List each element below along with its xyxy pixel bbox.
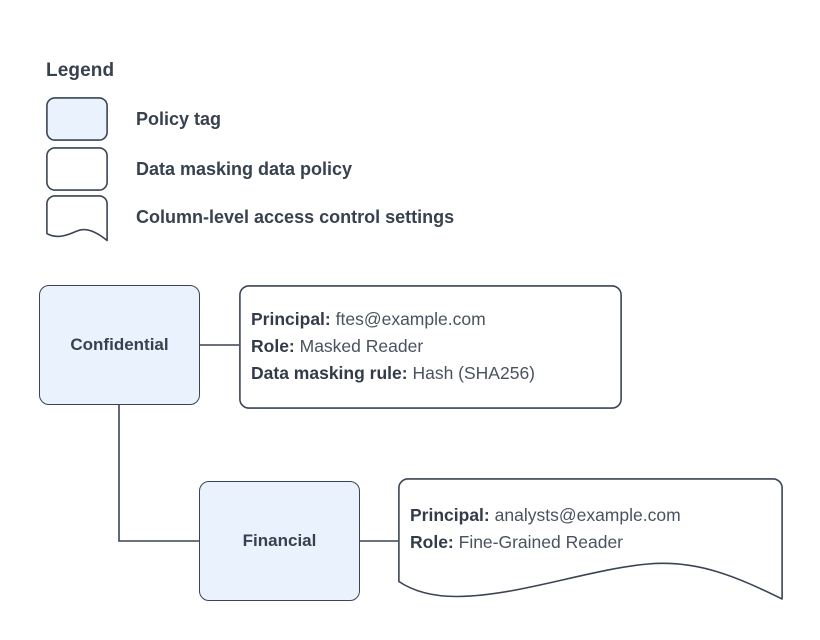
detail-line-label: Data masking rule: — [251, 363, 408, 383]
legend-item-data-masking-policy: Data masking data policy — [46, 147, 352, 191]
legend-item-policy-tag: Policy tag — [46, 97, 221, 141]
detail-line-value: analysts@example.com — [494, 505, 681, 525]
detail-box-financial-shape — [398, 478, 783, 600]
detail-line-label: Role: — [251, 336, 295, 356]
legend-label-data-masking-policy: Data masking data policy — [136, 158, 353, 179]
policy-tag-swatch-icon — [46, 97, 108, 141]
detail-line: Data masking rule: Hash (SHA256) — [251, 360, 535, 387]
node-financial[interactable]: Financial — [199, 481, 360, 601]
detail-line-value: Fine-Grained Reader — [458, 532, 624, 552]
detail-line: Principal: ftes@example.com — [251, 306, 535, 333]
detail-line-label: Role: — [410, 532, 454, 552]
detail-line-label: Principal: — [251, 309, 331, 329]
detail-line-value: Masked Reader — [299, 336, 424, 356]
node-confidential[interactable]: Confidential — [39, 285, 200, 405]
legend-item-column-access-settings: Column-level access control settings — [46, 195, 455, 242]
detail-line: Role: Masked Reader — [251, 333, 535, 360]
data-masking-policy-swatch-icon — [46, 147, 108, 191]
detail-box-confidential-text: Principal: ftes@example.com Role: Masked… — [251, 306, 535, 387]
legend-label-policy-tag: Policy tag — [136, 108, 222, 129]
column-access-settings-swatch-icon — [46, 195, 108, 242]
node-confidential-label: Confidential — [70, 335, 169, 354]
node-financial-label: Financial — [242, 531, 317, 550]
detail-box-confidential[interactable]: Principal: ftes@example.com Role: Masked… — [239, 285, 622, 409]
legend-label-column-access-settings: Column-level access control settings — [136, 206, 455, 227]
edge-confidential-to-financial — [118, 405, 199, 542]
detail-line-label: Principal: — [410, 505, 490, 525]
detail-box-confidential-shape — [239, 285, 622, 409]
detail-line: Principal: analysts@example.com — [410, 502, 681, 529]
legend-title: Legend — [46, 60, 115, 81]
detail-box-financial-text: Principal: analysts@example.com Role: Fi… — [410, 502, 681, 556]
detail-line-value: Hash (SHA256) — [412, 363, 536, 383]
detail-box-financial[interactable]: Principal: analysts@example.com Role: Fi… — [398, 478, 783, 603]
detail-line-value: ftes@example.com — [335, 309, 486, 329]
detail-line: Role: Fine-Grained Reader — [410, 529, 681, 556]
